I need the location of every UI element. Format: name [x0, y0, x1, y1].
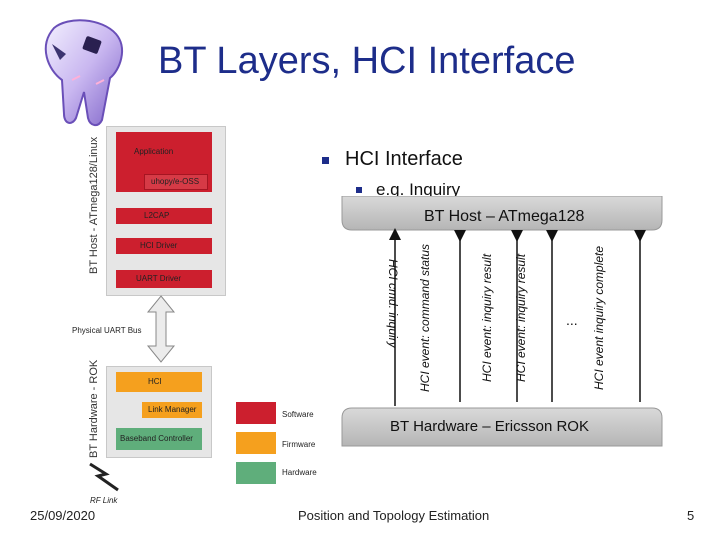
physical-bus-label: Physical UART Bus: [72, 326, 142, 335]
bullet-inquiry-example: e.g. Inquiry: [376, 180, 461, 199]
host-side-label: BT Host - ATmega128/Linux: [88, 136, 100, 274]
msg-label-inquiry-complete: HCI event inquiry complete: [592, 245, 606, 390]
slide-title: BT Layers, HCI Interface: [158, 40, 576, 82]
footer-title: Position and Topology Estimation: [298, 508, 490, 523]
legend-software-swatch: [236, 402, 276, 424]
rf-link-label: RF Link: [90, 496, 118, 505]
layer-inner-os: uhopy/e-OSS: [144, 174, 208, 190]
sub-bullet-marker: [356, 187, 362, 193]
hardware-bar: [341, 407, 663, 447]
hardware-bar-label: BT Hardware – Ericsson ROK: [390, 418, 589, 435]
msg-ellipsis: ...: [566, 312, 578, 328]
legend-firmware-label: Firmware: [282, 440, 316, 449]
msg-label-command-status: HCI event: command status: [418, 243, 432, 392]
layer-hci-driver: HCI Driver: [116, 238, 212, 254]
layer-baseband: Baseband Controller: [116, 428, 202, 450]
msg-label-cmd-inquiry: HCI cmd: inquiry: [386, 259, 400, 348]
bullet-marker: [322, 157, 329, 164]
legend-hardware-swatch: [236, 462, 276, 484]
rf-link-icon: [89, 462, 119, 492]
legend-firmware-swatch: [236, 432, 276, 454]
stack-figure: BT Host - ATmega128/Linux Application uh…: [60, 118, 320, 510]
host-bar: [341, 196, 663, 231]
bullet-hci-interface: HCI Interface: [345, 148, 463, 170]
layer-l2cap: L2CAP: [116, 208, 212, 224]
hci-message-diagram: [341, 196, 663, 447]
layer-link-manager: Link Manager: [142, 402, 202, 418]
host-bar-label: BT Host – ATmega128: [424, 208, 585, 225]
page-number: 5: [687, 508, 695, 523]
bluetooth-tooth-logo: [32, 14, 132, 132]
layer-uart-driver: UART Driver: [116, 270, 212, 288]
bus-arrow: [146, 295, 176, 363]
footer-date: 25/09/2020: [30, 508, 96, 523]
msg-label-inquiry-result-1: HCI event: inquiry result: [480, 253, 494, 382]
msg-label-inquiry-result-2: HCI event: inquiry result: [514, 253, 528, 382]
legend-software-label: Software: [282, 410, 314, 419]
hardware-side-label: BT Hardware - ROK: [88, 359, 100, 458]
legend-hardware-label: Hardware: [282, 468, 317, 477]
layer-hci: HCI: [116, 372, 202, 392]
